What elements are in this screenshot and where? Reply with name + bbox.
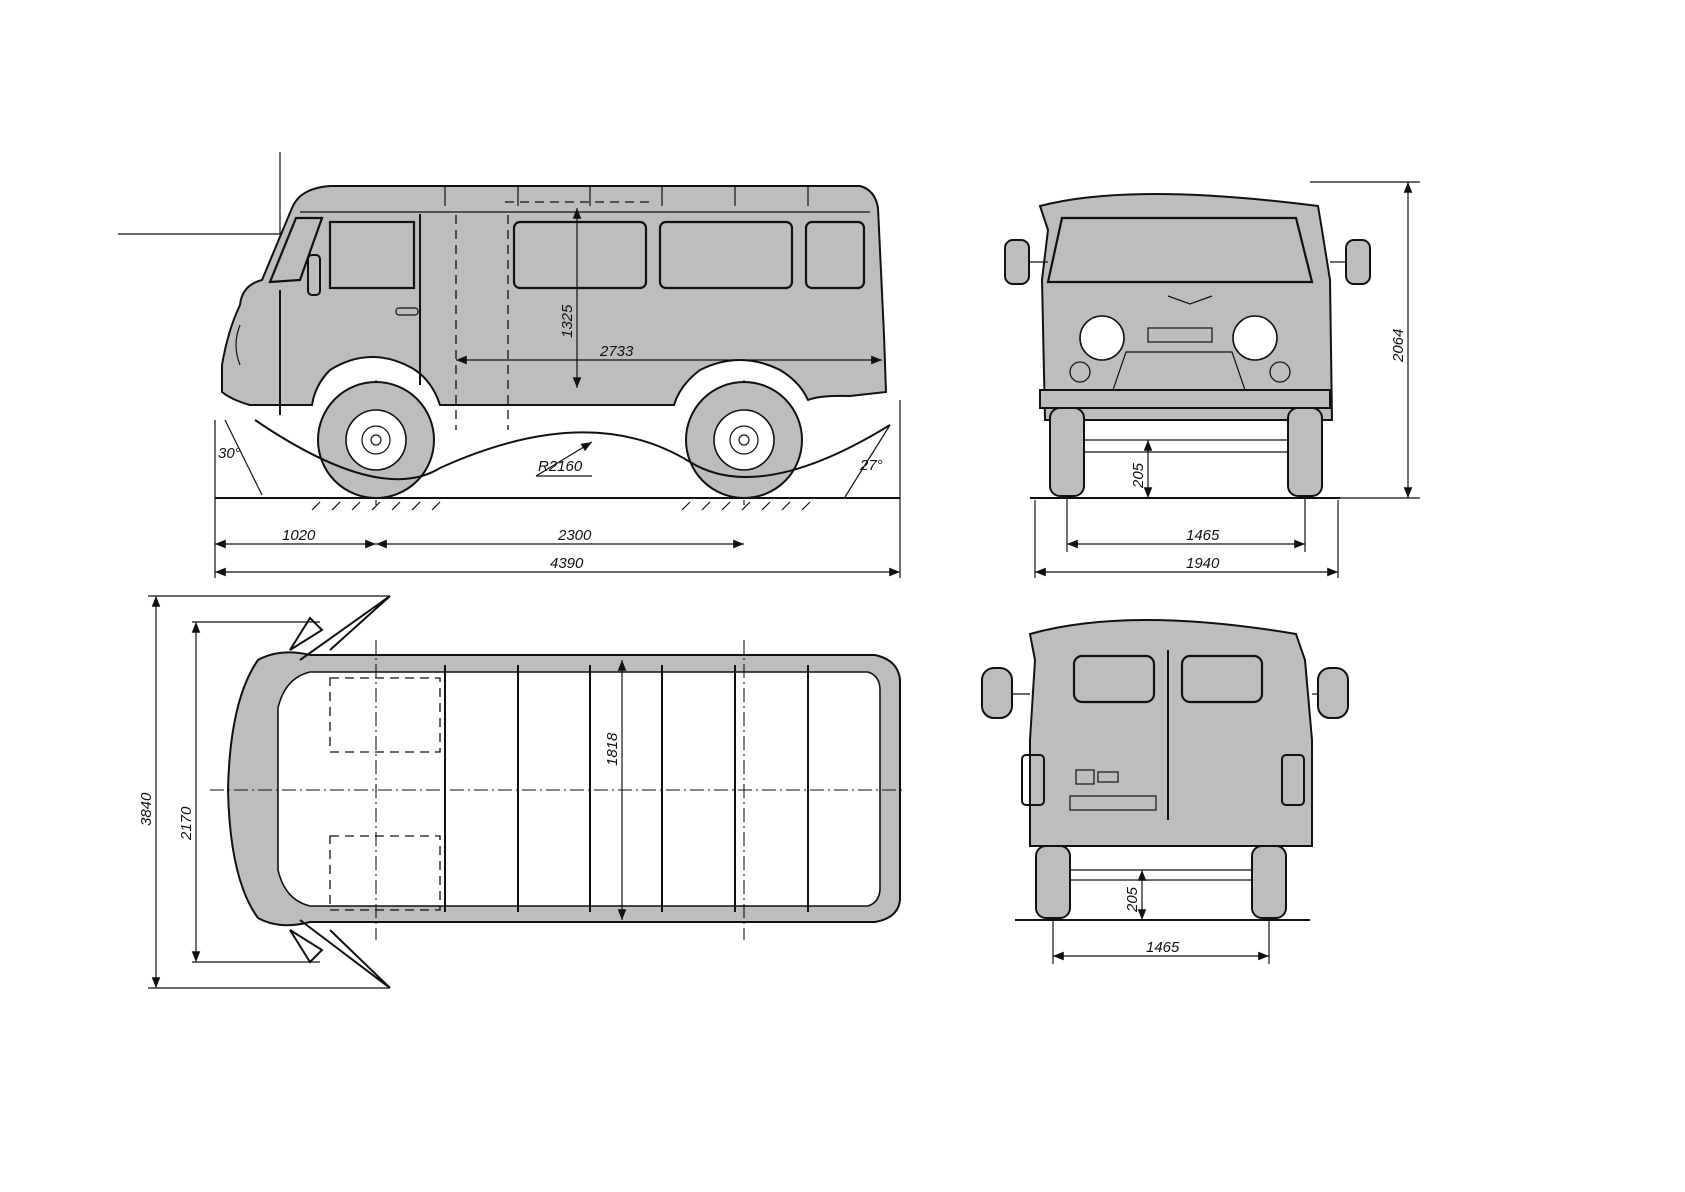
overall-length-label: 4390 [550,555,584,572]
front-track-label: 1465 [1186,527,1220,544]
departure-angle-label: 27° [859,457,883,474]
ramp-radius-label: R2160 [538,458,583,475]
top-view: 1818 3840 2170 [138,596,905,988]
rear-wheel [686,382,802,498]
front-overhang-label: 1020 [282,527,316,544]
interior-length-label: 2733 [599,343,634,360]
interior-width-label: 1818 [604,732,621,766]
overall-height-label: 2064 [1390,329,1407,363]
width-doors-open-label: 2170 [178,806,195,841]
approach-angle-label: 30° [218,445,241,462]
front-ground-clearance-label: 205 [1130,462,1147,489]
rear-ground-clearance-label: 205 [1124,886,1141,913]
rear-body [1030,620,1312,846]
wheelbase-label: 2300 [557,527,592,544]
front-wheel [318,382,434,498]
interior-height-label: 1325 [559,304,576,338]
side-view: 1325 2733 R2160 30° 27° 1020 2300 4390 [118,152,900,578]
rear-track-label: 1465 [1146,939,1180,956]
width-with-mirrors-label: 3840 [138,792,155,826]
rear-view: 205 1465 [982,620,1348,964]
front-view: 2064 205 1465 1940 [1005,182,1420,578]
overall-width-label: 1940 [1186,555,1220,572]
